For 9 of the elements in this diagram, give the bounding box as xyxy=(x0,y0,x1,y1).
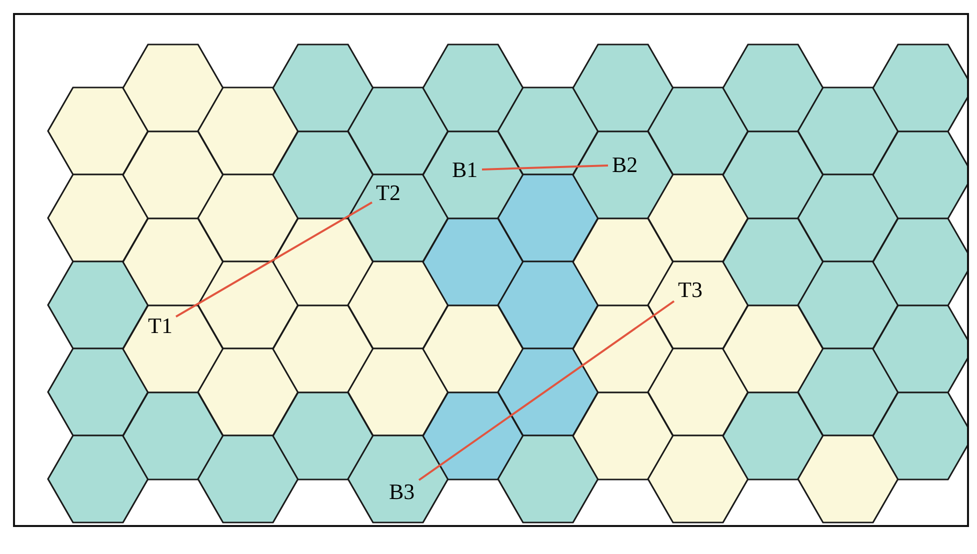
point-label: T2 xyxy=(375,181,402,205)
point-label: B3 xyxy=(388,480,416,504)
connecting-line xyxy=(418,300,675,481)
point-label: B1 xyxy=(451,158,479,182)
point-label: T3 xyxy=(677,278,704,302)
point-label: T1 xyxy=(147,314,174,338)
point-label: B2 xyxy=(611,153,639,177)
connecting-line xyxy=(482,164,608,170)
connecting-line xyxy=(176,201,372,318)
